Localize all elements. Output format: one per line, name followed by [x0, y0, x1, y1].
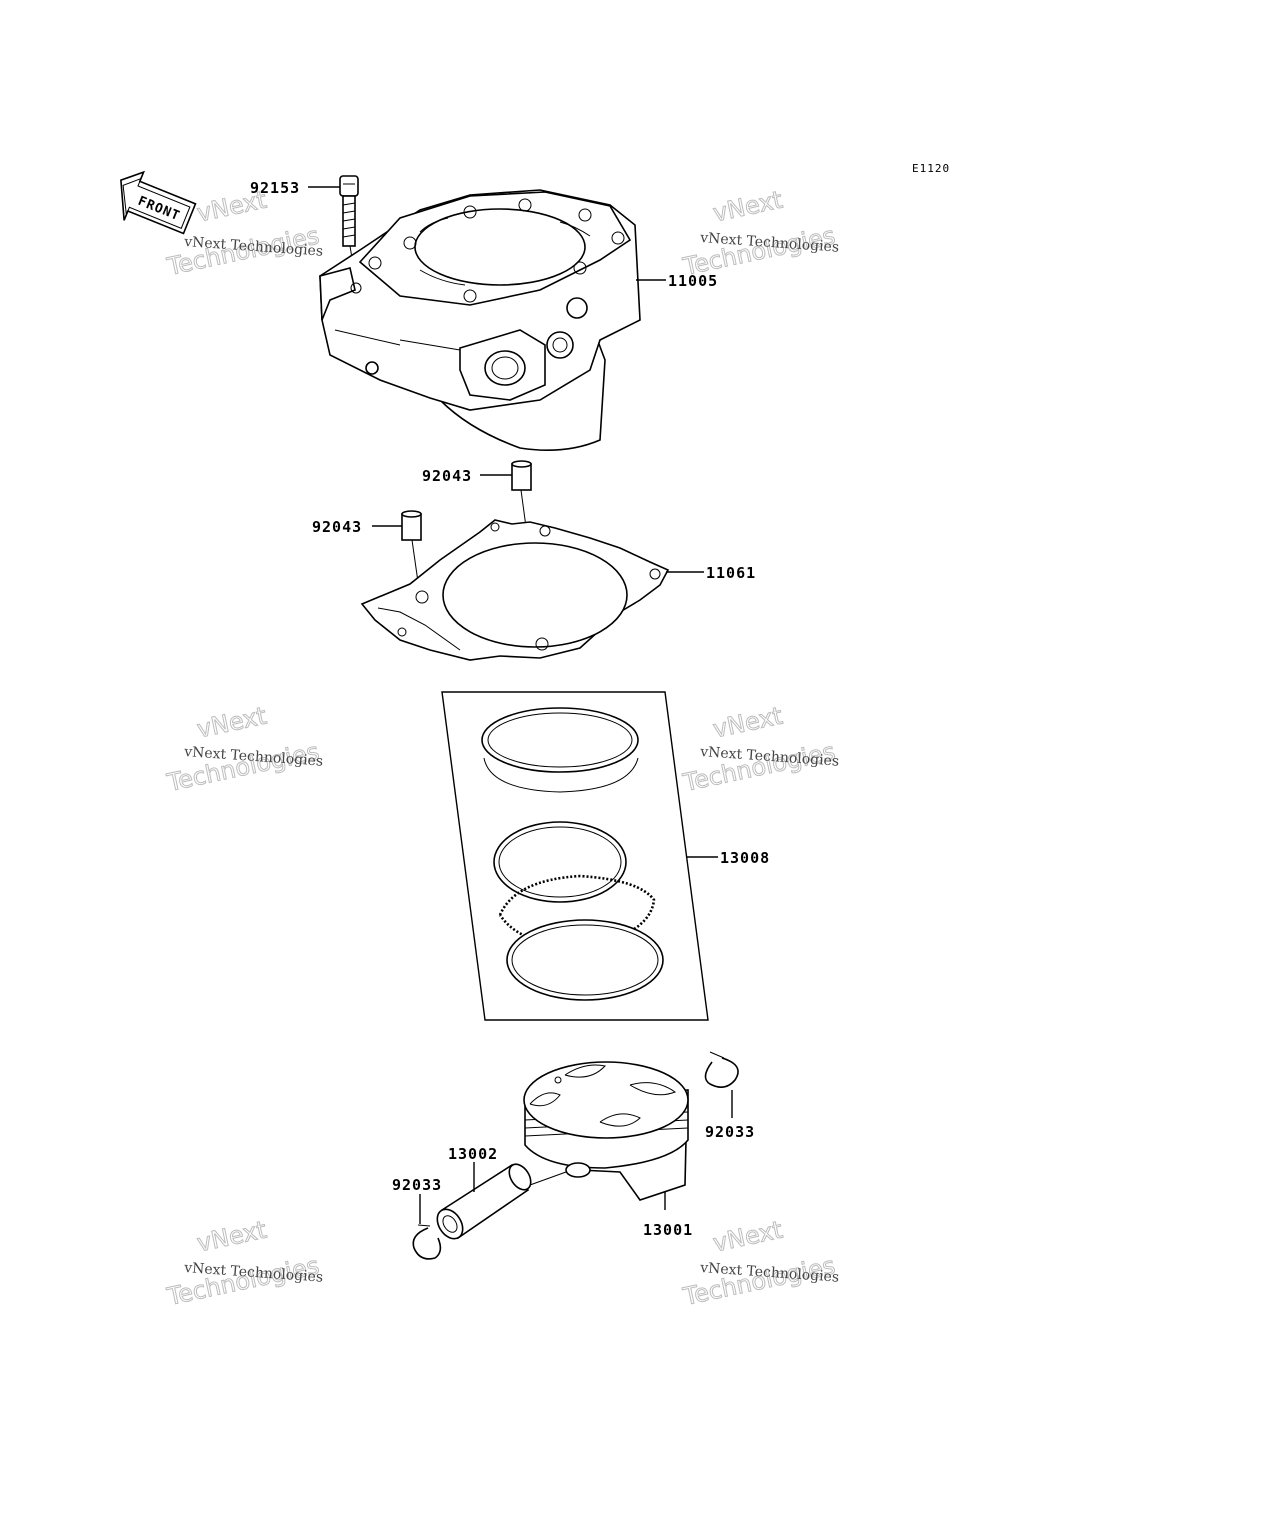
watermark-mid-left: vNext Technologies: [164, 701, 323, 797]
watermark-top-right: vNext Technologies: [680, 185, 839, 281]
watermark-big-top: vNext: [711, 186, 785, 228]
watermark-big-top: vNext: [195, 1216, 269, 1258]
watermark-bottom-right: vNext Technologies: [680, 1215, 839, 1311]
callout-ring-set: 13008: [720, 849, 770, 867]
watermark-mid-right: vNext Technologies: [680, 701, 839, 797]
piston-pin: [436, 1163, 567, 1240]
diagram-code: E1120: [912, 162, 950, 175]
cylinder-gasket: [360, 519, 670, 661]
cylinder-block: [319, 189, 641, 452]
circlip-left: [412, 1224, 442, 1260]
callout-dowel-left: 92043: [312, 518, 362, 536]
circlip-right: [704, 1051, 739, 1088]
watermark-big-top: vNext: [711, 1216, 785, 1258]
piston-ring-set: [441, 691, 709, 1021]
front-arrow-icon: FRONT: [120, 170, 197, 235]
callout-circlip-left: 92033: [392, 1176, 442, 1194]
piston: [523, 1061, 689, 1201]
callout-gasket: 11061: [706, 564, 756, 582]
callout-circlip-right: 92033: [705, 1123, 755, 1141]
watermark-big-top: vNext: [195, 702, 269, 744]
watermark-bottom-left: vNext Technologies: [164, 1215, 323, 1311]
callout-cylinder: 11005: [668, 272, 718, 290]
callout-dowel-top: 92043: [422, 467, 472, 485]
callout-bolt: 92153: [250, 179, 300, 197]
watermark-big-top: vNext: [711, 702, 785, 744]
callout-piston: 13001: [643, 1221, 693, 1239]
callout-pin: 13002: [448, 1145, 498, 1163]
